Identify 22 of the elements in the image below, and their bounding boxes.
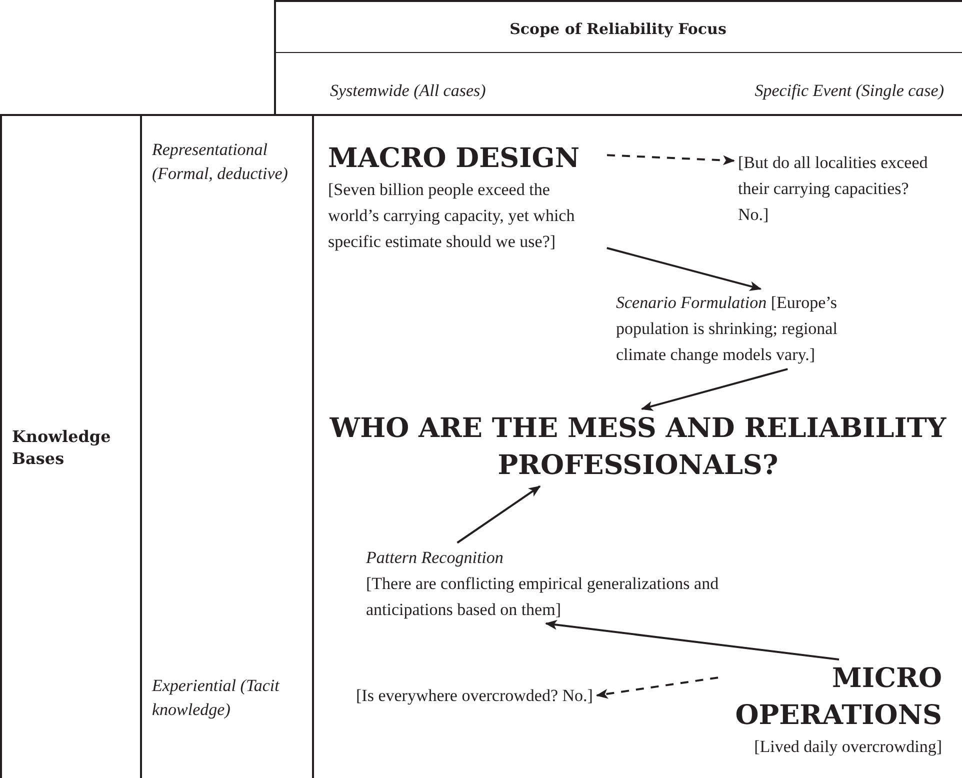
node-text: [There are conflicting empirical generalizations and anticipations based on them] — [366, 573, 720, 621]
node-text: Scenario Formulation [Europe’s population is shrinking; regional climate change models vary.] — [616, 292, 838, 366]
arrow — [606, 247, 762, 291]
node-text: [Seven billion people exceed the world’s carrying capacity, yet which specific estimate should we use?] — [328, 179, 576, 253]
column-subheader: Systemwide (All cases) — [330, 80, 486, 102]
row-subheader: Experiential (Tacit knowledge) — [152, 675, 281, 721]
node-heading: MACRO DESIGN — [328, 142, 581, 176]
node-heading: MICRO OPERATIONS — [734, 662, 942, 733]
dashed-arrow — [596, 676, 718, 699]
dashed-arrow — [606, 154, 735, 166]
arrow — [456, 485, 541, 544]
node-text: [Lived daily overcrowding] — [753, 736, 942, 758]
row-header: Knowledge Bases — [12, 426, 112, 470]
arrow — [640, 368, 788, 411]
row-subheader: Representational (Formal, deductive) — [152, 139, 289, 185]
node-text: [But do all localities exceed their carrying capacities? No.] — [738, 152, 928, 226]
node-heading: WHO ARE THE MESS AND RELIABILITY PROFESSIONALS? — [328, 412, 948, 483]
node-text: [Is everywhere overcrowded? No.] — [356, 685, 593, 707]
column-subheader: Specific Event (Single case) — [754, 80, 944, 102]
node-subheading: Pattern Recognition — [366, 547, 504, 569]
arrow — [544, 620, 840, 660]
column-header: Scope of Reliability Focus — [508, 19, 728, 40]
